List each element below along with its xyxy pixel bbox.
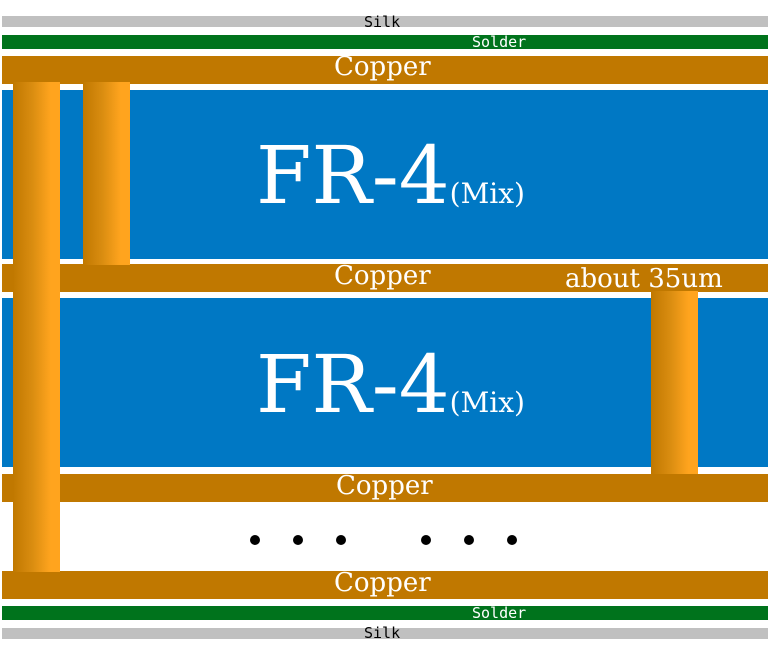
ellipsis-dot <box>421 535 431 545</box>
copper-label-3: Copper <box>336 471 433 501</box>
copper-label-2: Copper <box>334 261 431 291</box>
ellipsis-dot <box>336 535 346 545</box>
silk-label-bottom: Silk <box>364 624 401 642</box>
fr4-label-2: FR-4(Mix) <box>256 345 525 425</box>
ellipsis-dot <box>507 535 517 545</box>
blind-via <box>83 82 130 265</box>
ellipsis-dot <box>250 535 260 545</box>
copper-layer-2 <box>2 264 768 292</box>
silk-layer-top <box>2 16 768 27</box>
copper-layer-1 <box>2 56 768 84</box>
solder-layer-bottom <box>2 606 768 620</box>
solder-label-bottom: Solder <box>472 604 527 622</box>
silk-label-top: Silk <box>364 13 401 31</box>
fr4-label-1-main: FR-4 <box>256 129 450 222</box>
ellipsis-dot <box>464 535 474 545</box>
solder-label-top: Solder <box>472 33 527 51</box>
copper-label-1: Copper <box>334 52 431 82</box>
buried-via <box>651 291 698 474</box>
thickness-note: about 35um <box>565 264 723 294</box>
copper-label-4: Copper <box>334 568 431 598</box>
fr4-label-1: FR-4(Mix) <box>256 136 525 216</box>
fr4-label-2-sub: (Mix) <box>449 386 525 419</box>
silk-layer-bottom <box>2 628 768 639</box>
copper-layer-3 <box>2 474 768 502</box>
copper-layer-4 <box>2 571 768 599</box>
solder-layer-top <box>2 35 768 49</box>
through-via <box>13 82 60 572</box>
fr4-layer-2 <box>2 298 768 467</box>
fr4-label-2-main: FR-4 <box>256 338 450 431</box>
ellipsis-dot <box>293 535 303 545</box>
fr4-label-1-sub: (Mix) <box>449 177 525 210</box>
